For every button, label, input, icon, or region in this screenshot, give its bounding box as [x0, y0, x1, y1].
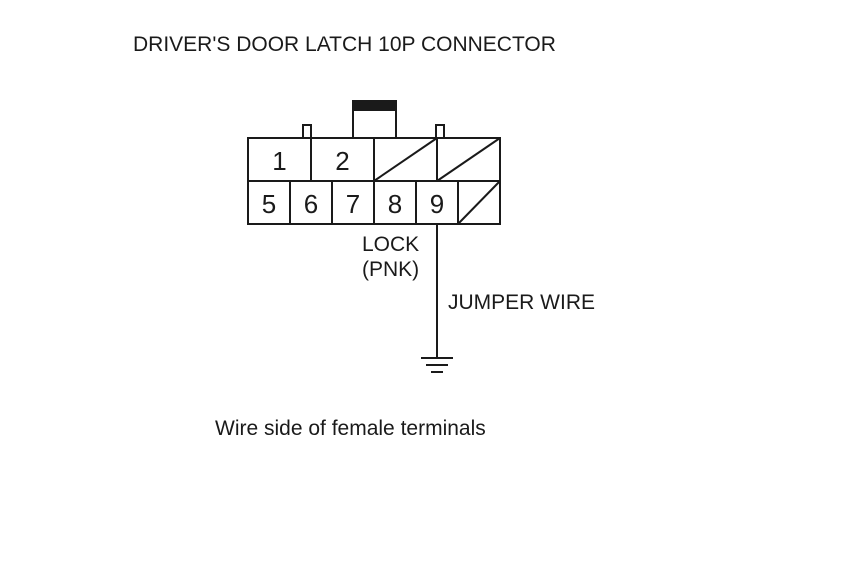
terminal-6-label: 6 — [304, 189, 318, 219]
wire-function-label: LOCK — [362, 233, 420, 256]
terminal-5-label: 5 — [262, 189, 276, 219]
locking-tab-release — [352, 100, 397, 111]
unused-cavity-slash — [436, 137, 501, 182]
terminal-9-label: 9 — [430, 189, 444, 219]
terminal-8-label: 8 — [388, 189, 402, 219]
jumper-wire-label: JUMPER WIRE — [448, 291, 595, 314]
terminal-1-label: 1 — [272, 146, 286, 176]
view-caption: Wire side of female terminals — [215, 417, 486, 440]
unused-cavity-slash — [373, 137, 438, 182]
diagram-title: DRIVER'S DOOR LATCH 10P CONNECTOR — [133, 33, 556, 56]
terminal-7-label: 7 — [346, 189, 360, 219]
ground-symbol-icon — [421, 357, 453, 373]
wire-color-label: (PNK) — [362, 258, 420, 281]
terminal-2-label: 2 — [335, 146, 349, 176]
unused-cavity-slash — [457, 180, 501, 225]
guide-key-right — [435, 124, 445, 139]
guide-key-left — [302, 124, 312, 139]
